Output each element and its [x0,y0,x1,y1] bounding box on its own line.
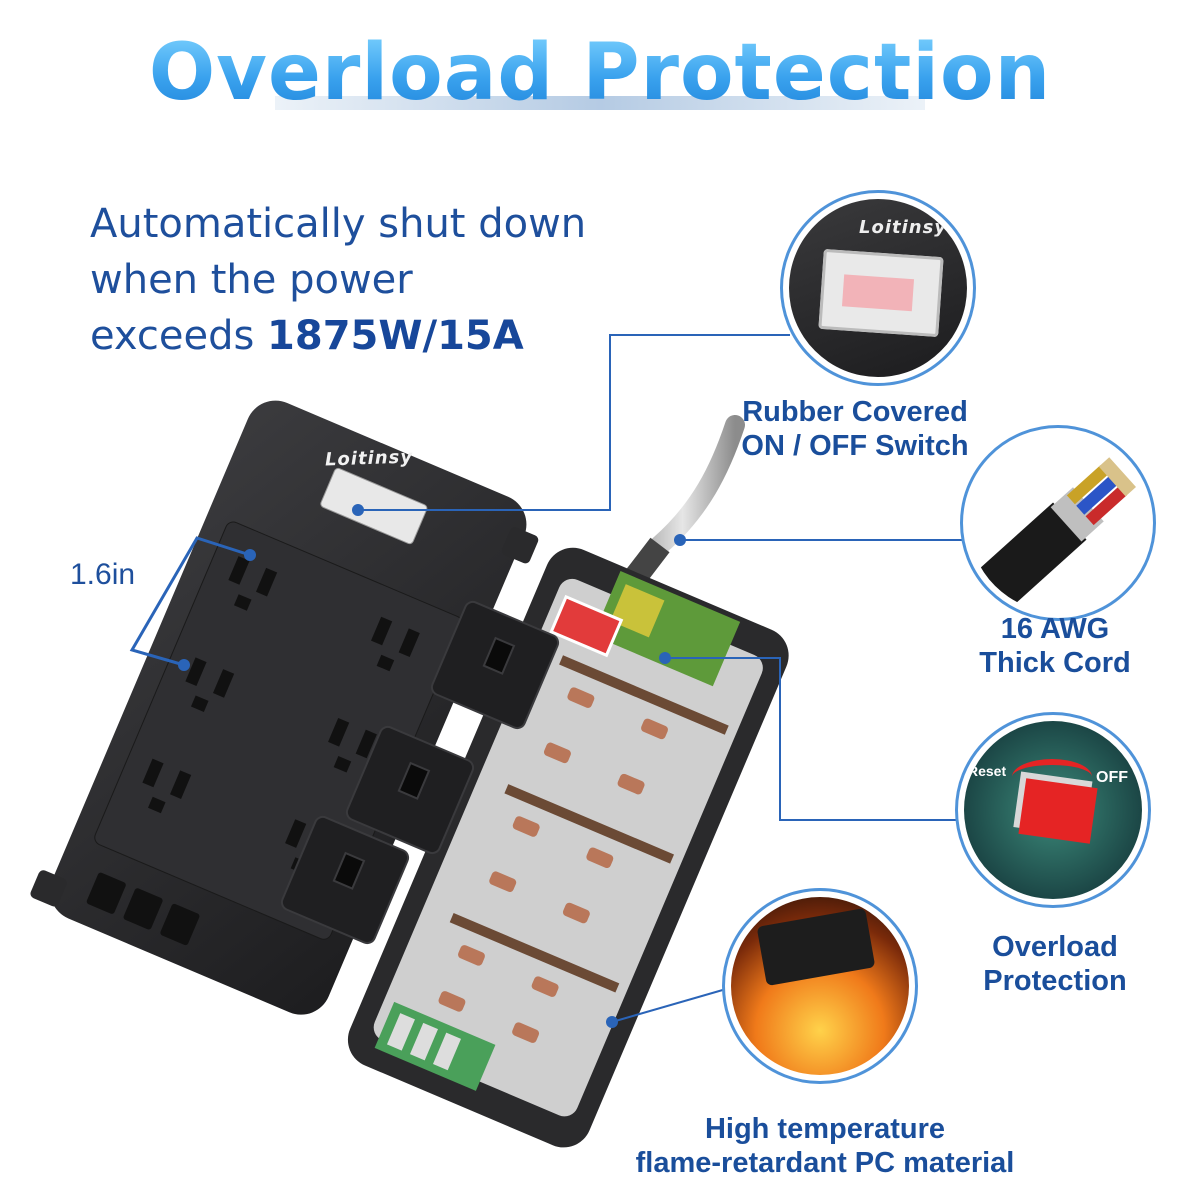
page-title: Overload Protection [0,28,1200,118]
switch-detail-circle: Loitinsy [780,190,976,386]
callout-overload-line-1: Overload [992,931,1118,963]
callout-cord-line-1: 16 AWG [1000,613,1110,645]
callout-overload-line-2: Protection [983,965,1127,997]
material-detail-circle [722,888,918,1084]
rocker-switch [818,248,944,338]
intro-text: Automatically shut down when the power e… [90,196,610,364]
power-strip-open [347,547,789,1148]
callout-switch: Rubber Covered ON / OFF Switch [720,395,990,463]
power-rating: 1875W/15A [267,313,524,359]
reset-label: Reset [968,763,1007,779]
outlet-modules [280,600,560,945]
intro-line-3-prefix: exceeds [90,313,268,359]
dimension-bracket [129,536,251,667]
callout-material-line-2: flame-retardant PC material [635,1147,1015,1179]
dimension-label: 1.6in [70,558,136,591]
callout-material: High temperature flame-retardant PC mate… [600,1112,1050,1180]
intro-line-2: when the power [90,257,413,303]
leader-lines [358,334,990,1023]
cord-cross-section [971,457,1136,612]
intro-line-3: exceeds 1875W/15A [90,308,610,364]
callout-switch-line-2: ON / OFF Switch [741,430,969,462]
callout-overload: Overload Protection [950,930,1160,998]
callout-cord-line-2: Thick Cord [979,647,1131,679]
brand-logo-strip: Loitinsy [324,446,414,471]
overload-detail-circle: Reset OFF [955,712,1151,908]
rotate-arrow-icon [1012,759,1092,795]
intro-line-1: Automatically shut down [90,201,587,247]
fire-outlet [756,907,876,987]
callout-switch-line-1: Rubber Covered [742,396,968,428]
callout-material-line-1: High temperature [704,1113,946,1145]
power-strip-closed [30,400,539,1015]
off-label: OFF [1096,769,1128,786]
switch-brand-label: Loitinsy [859,217,948,238]
title-underline [275,96,925,110]
callout-cord: 16 AWG Thick Cord [940,612,1170,680]
cord-detail-circle [960,425,1156,621]
